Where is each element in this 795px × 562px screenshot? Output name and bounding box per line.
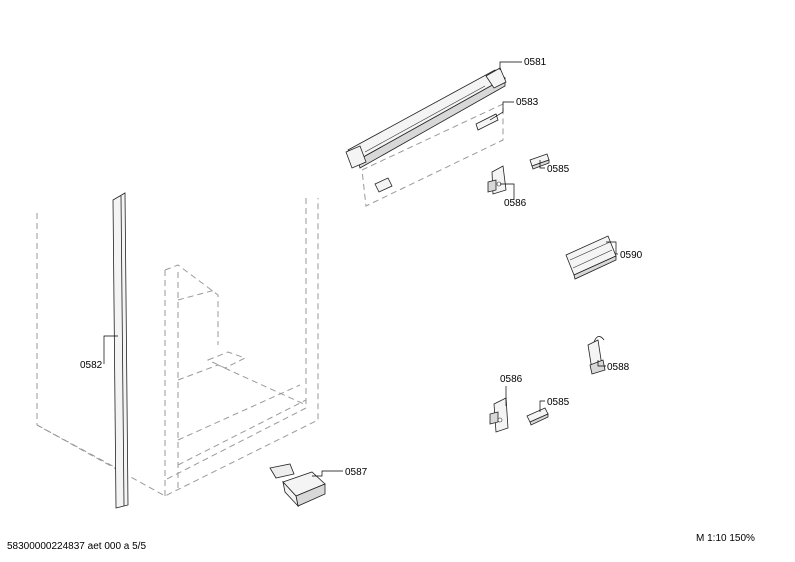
part-0583-panel [361,103,504,207]
callout-0585-bottom: 0585 [547,397,570,408]
callout-0581: 0581 [524,57,547,68]
leader-lines [103,61,618,477]
callout-0585-top: 0585 [547,164,570,175]
part-0586-top [487,165,507,195]
callout-0588: 0588 [607,362,630,373]
callout-0582: 0582 [80,360,103,371]
part-0586-bottom [489,397,509,433]
document-id: 58300000224837 aet 000 a 5/5 [7,541,147,552]
callout-0583: 0583 [516,97,539,108]
part-0587-bracket [269,463,326,508]
part-0585-top [529,153,550,170]
part-0581-rail [345,67,507,169]
callout-0586-top: 0586 [504,198,527,209]
part-0588-hinge [587,336,606,375]
cabinet-outline [36,198,319,497]
part-0585-bottom [526,407,549,426]
callout-0590: 0590 [620,250,643,261]
callout-0586-bottom: 0586 [500,374,523,385]
callout-0587: 0587 [345,467,368,478]
part-0590-bracket [565,235,617,280]
scale-label: M 1:10 150% [696,533,755,544]
part-0582-strip [112,192,129,509]
